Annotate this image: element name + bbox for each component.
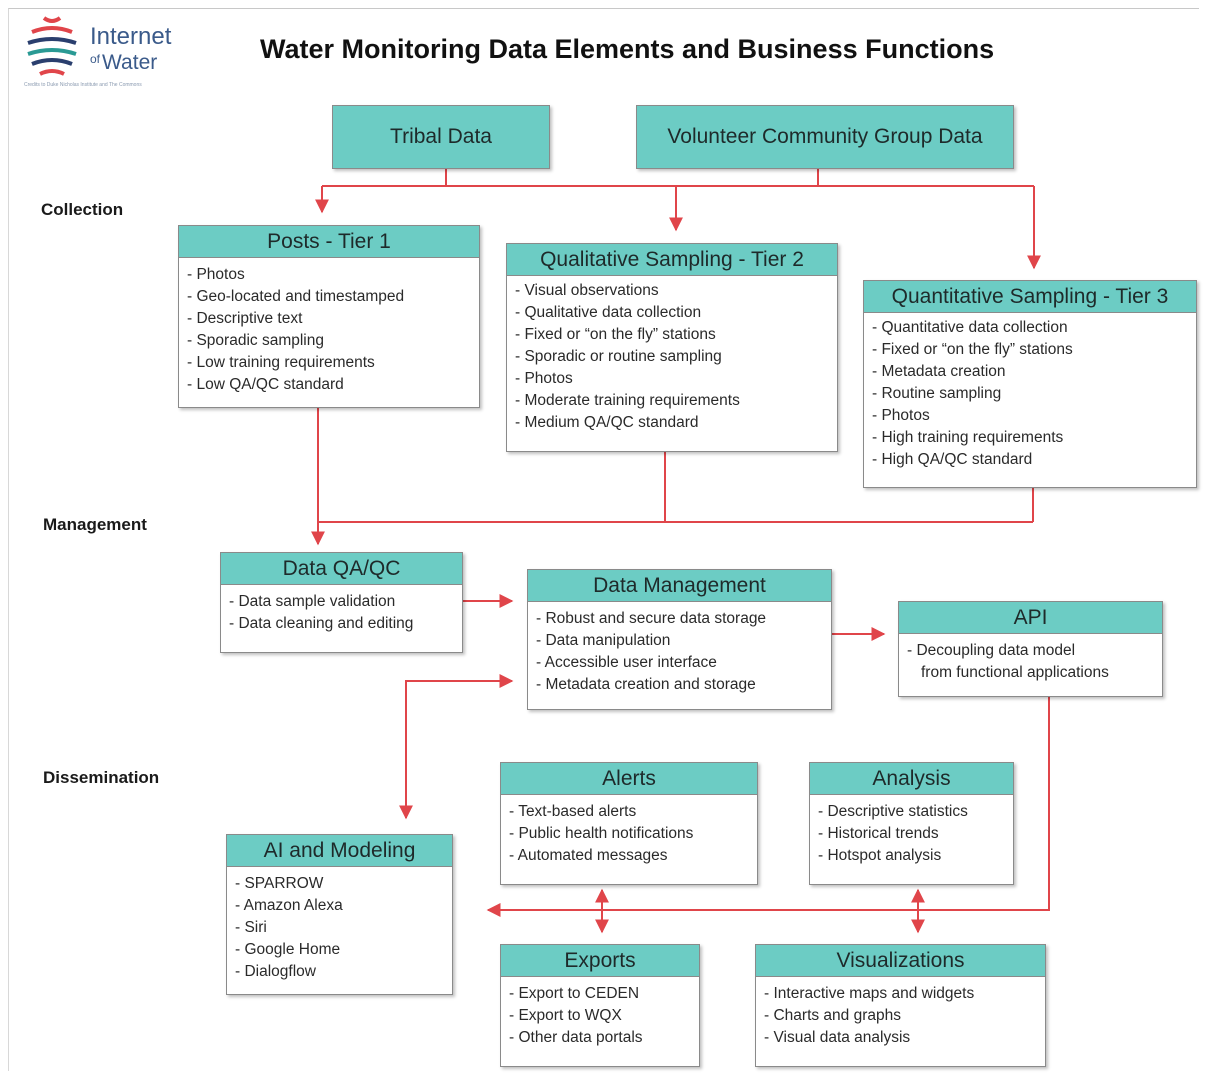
box-qualitative-tier2: Qualitative Sampling - Tier 2 - Visual o… [506,243,838,452]
list-item: - Interactive maps and widgets [764,985,975,1002]
list-item: - Other data portals [509,1029,643,1046]
list-item: - High training requirements [872,429,1064,446]
list-item: - Quantitative data collection [872,319,1068,336]
box-title: Exports [501,945,699,977]
stage-dissemination: Dissemination [43,768,160,787]
list-item: - Export to CEDEN [509,985,640,1002]
list-item: - Descriptive statistics [818,803,968,820]
box-posts-tier1: Posts - Tier 1 - Photos - Geo-located an… [178,225,480,408]
list-item: - Visual data analysis [764,1029,911,1046]
list-item: - Fixed or “on the fly” stations [515,326,716,343]
list-item: - Routine sampling [872,385,1002,402]
box-title: Data Management [528,570,831,602]
box-analysis: Analysis - Descriptive statistics - Hist… [809,762,1014,885]
list-item: - Accessible user interface [536,654,717,671]
list-item: - Dialogflow [235,963,316,980]
box-title: Visualizations [756,945,1045,977]
list-item: - Sporadic sampling [187,332,324,349]
list-item: from functional applications [921,664,1109,681]
logo-line1: Internet [90,23,172,50]
box-title: Posts - Tier 1 [179,226,479,258]
list-item: - Low QA/QC standard [187,376,344,393]
list-item: - Photos [187,266,245,283]
list-item: - Photos [515,370,573,387]
list-item: - Hotspot analysis [818,847,942,864]
box-title: AI and Modeling [227,835,452,867]
logo-line2: Water [102,51,158,74]
box-visualizations: Visualizations - Interactive maps and wi… [755,944,1046,1067]
page-title: Water Monitoring Data Elements and Busin… [260,34,995,64]
box-ai-modeling: AI and Modeling - SPARROW - Amazon Alexa… [226,834,453,995]
box-api: API - Decoupling data model from functio… [898,601,1163,697]
box-exports: Exports - Export to CEDEN - Export to WQ… [500,944,700,1067]
box-alerts: Alerts - Text-based alerts - Public heal… [500,762,758,885]
stage-management: Management [43,515,147,534]
arrow-ai-mgmt [399,674,514,820]
box-title: Quantitative Sampling - Tier 3 [864,281,1196,313]
list-item: - Data cleaning and editing [229,615,414,632]
list-item: - Metadata creation [872,363,1006,380]
list-item: - Photos [872,407,930,424]
logo-of: of [90,52,101,66]
list-item: - Sporadic or routine sampling [515,348,722,365]
logo-mark-icon [27,16,77,76]
internet-of-water-logo: Internet ofWater Credits to Duke Nichola… [22,16,202,94]
list-item: - SPARROW [235,875,324,892]
list-item: - Google Home [235,941,341,958]
box-data-qaqc: Data QA/QC - Data sample validation - Da… [220,552,463,653]
box-title: Data QA/QC [221,553,462,585]
list-item: - Public health notifications [509,825,694,842]
box-title: Qualitative Sampling - Tier 2 [507,244,837,276]
box-title: Analysis [810,763,1013,795]
box-title: API [899,602,1162,634]
list-item: - Moderate training requirements [515,392,740,409]
list-item: - High QA/QC standard [872,451,1033,468]
list-item: - Low training requirements [187,354,375,371]
list-item: - Export to WQX [509,1007,622,1024]
list-item: - Medium QA/QC standard [515,414,699,431]
logo-credit: Credits to Duke Nicholas Institute and T… [24,82,142,88]
source-tribal-data: Tribal Data [332,105,550,169]
list-item: - Text-based alerts [509,803,637,820]
list-item: - Historical trends [818,825,939,842]
list-item: - Automated messages [509,847,668,864]
list-item: - Metadata creation and storage [536,676,756,693]
list-item: - Data manipulation [536,632,671,649]
list-item: - Geo-located and timestamped [187,288,405,305]
list-item: - Qualitative data collection [515,304,702,321]
list-item: - Data sample validation [229,593,396,610]
list-item: - Descriptive text [187,310,303,327]
box-data-management: Data Management - Robust and secure data… [527,569,832,710]
box-quantitative-tier3: Quantitative Sampling - Tier 3 - Quantit… [863,280,1197,488]
diagram-frame [8,8,1199,1071]
box-title: Alerts [501,763,757,795]
stage-collection: Collection [41,200,124,219]
list-item: - Robust and secure data storage [536,610,767,627]
list-item: - Siri [235,919,267,936]
list-item: - Fixed or “on the fly” stations [872,341,1073,358]
list-item: - Amazon Alexa [235,897,343,914]
api-down-line [486,697,1050,917]
logo-wordmark: Internet ofWater [90,23,172,74]
source-volunteer-data: Volunteer Community Group Data [636,105,1014,169]
list-item: - Decoupling data model [907,642,1076,659]
list-item: - Visual observations [515,282,659,299]
list-item: - Charts and graphs [764,1007,901,1024]
